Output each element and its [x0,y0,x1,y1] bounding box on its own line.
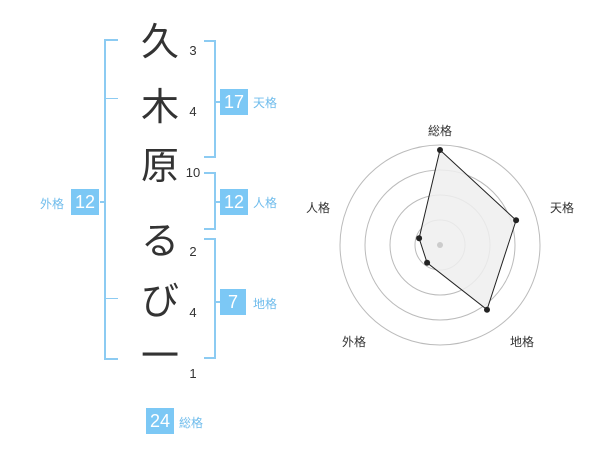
name-char-5: び [140,279,179,323]
radar-rings [339,144,541,346]
radar-point-2 [513,217,520,224]
jinkaku-label: 人格 [253,196,278,210]
chikaku-value: 7 [220,289,246,315]
axis-label-gaikaku: 外格 [342,334,366,349]
radar-point-4 [424,259,431,266]
axis-label-tenkaku: 天格 [550,200,574,215]
axis-label-soukaku: 総格 [428,123,452,138]
stroke-count-2: 4 [189,104,197,119]
name-char-2: 木 [140,85,179,129]
radar-point-3 [484,306,490,313]
stroke-count-6: 1 [189,366,197,381]
stroke-count-3: 10 [185,165,201,180]
stroke-count-5: 4 [189,305,197,320]
radar-polygon [418,149,517,311]
tenkaku-value: 17 [220,89,248,115]
gaikaku-value: 12 [71,189,99,215]
axis-label-jinkaku: 人格 [306,200,330,215]
radar-axis-labels: 総格 天格 地格 外格 人格 [306,123,574,349]
tenkaku-label: 天格 [253,96,278,110]
radar-ring-4 [339,144,541,346]
name-char-6: 一 [140,334,179,378]
stroke-count-1: 3 [189,43,197,58]
radar-point-5 [416,235,423,242]
radar-point-1 [437,147,443,153]
jinkaku-value: 12 [220,189,248,215]
radar-points [416,147,520,313]
gaikaku-label: 外格 [40,197,65,211]
chikaku-label: 地格 [253,297,278,311]
soukaku-label: 総格 [179,416,204,430]
stroke-count-4: 2 [189,244,197,259]
name-char-1: 久 [140,20,179,64]
axis-label-chikaku: 地格 [510,334,534,349]
name-char-3: 原 [140,144,179,188]
fortune-radar-chart: 総格 天格 地格 外格 人格 [306,123,574,349]
soukaku-value: 24 [146,408,174,434]
name-char-4: る [140,219,179,263]
radar-center-dot [437,242,443,248]
